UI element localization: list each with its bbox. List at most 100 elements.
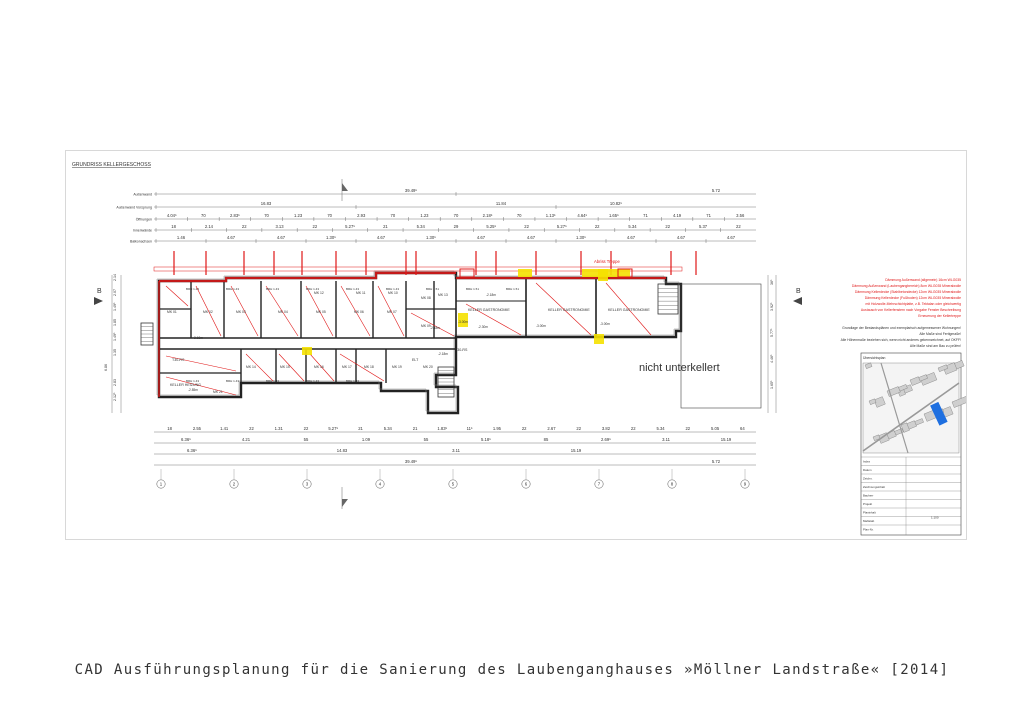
room-diagonal-red	[465, 303, 522, 336]
sill-height-label: BRH 1.51	[426, 287, 439, 291]
dimension-row-label: Balkonachsen	[130, 240, 152, 244]
special-room-label: KELLER GASTRONOMIE	[468, 308, 510, 312]
section-marker-b: B	[97, 288, 102, 295]
side-dimension-value: 5.77⁵	[770, 328, 774, 337]
not-basement-label: nicht unterkellert	[639, 362, 720, 374]
axis-bubble	[740, 479, 750, 489]
dimension-value: 6.36⁵	[181, 437, 191, 442]
dimension-value: 4.67	[277, 235, 286, 240]
room-diagonal-red	[195, 285, 222, 337]
dimension-value: 4.67	[677, 235, 686, 240]
note-red: Dämmung Außenwand (allgemein) 16cm WLG03…	[885, 278, 961, 282]
room-label: MK 07	[387, 310, 397, 314]
title-block-field: Bauherr	[863, 494, 873, 498]
room-diagonal-red	[305, 285, 334, 337]
sill-height-label: BRH 1.43	[346, 379, 359, 383]
side-dimension-value: 1.35	[113, 349, 117, 356]
title-block-field: Datum	[863, 468, 872, 472]
room-label: MK 06	[354, 310, 364, 314]
dimension-value: 1.95	[493, 426, 502, 431]
dimension-value: 1.09	[362, 437, 371, 442]
title-block-scale: 1:100	[931, 516, 939, 520]
dimension-value: 1.30⁵	[576, 235, 586, 240]
room-diagonal-red	[340, 285, 371, 337]
special-room-label: T30-RS	[455, 348, 468, 352]
not-basement-zone	[680, 283, 762, 409]
dimension-value: 1.13⁵	[546, 213, 556, 218]
level-label: -2.18m	[438, 352, 448, 356]
dimension-value: 29	[454, 224, 459, 229]
room-label: MK 17	[342, 365, 352, 369]
dimension-value: 22	[665, 224, 670, 229]
side-dimension-value: 1.49⁵	[113, 332, 117, 341]
level-label: -2.18m	[193, 336, 203, 340]
side-dimension-value: 2.07	[113, 289, 117, 296]
room-label: MK 16	[314, 365, 324, 369]
highlight-yellow	[594, 334, 604, 344]
side-dimension-value: 1.49⁵	[113, 302, 117, 311]
room-label: MK 08	[421, 296, 431, 300]
room-diagonal-red	[230, 285, 259, 337]
dimension-value: 1.23	[420, 213, 429, 218]
demolition-box-red	[617, 268, 633, 278]
dimension-value: 39.49⁵	[405, 459, 417, 464]
dimension-value: 2.14	[205, 224, 214, 229]
sill-height-label: BRH 1.43	[306, 379, 319, 383]
side-dimension-value: 2.12⁵	[113, 392, 117, 401]
demolition-box-red	[459, 268, 475, 278]
note-general: Alle Höhenmaße beziehen sich, wenn nicht…	[841, 338, 961, 342]
note-general: Alle Maße sind Fertigmaße!	[919, 332, 961, 336]
overview-building	[942, 362, 958, 375]
axis-bubble	[448, 479, 458, 489]
title-block-field: Zeichnungsinhalt	[863, 485, 885, 489]
section-marker-b: B	[796, 288, 801, 295]
drawing-sheet: GRUNDRISS KELLERGESCHOSS Außenwand 39.49⁵ 5…	[65, 150, 967, 540]
title-block-field: Projekt	[863, 502, 872, 506]
sheet-title: GRUNDRISS KELLERGESCHOSS	[72, 162, 152, 168]
sill-height-label: BRH 1.43	[226, 287, 239, 291]
room-label: MK 01	[167, 310, 177, 314]
dimension-value: 71	[643, 213, 648, 218]
highlight-yellow	[598, 269, 608, 281]
dimension-value: 64	[740, 426, 745, 431]
axis-bubble	[594, 479, 604, 489]
dimension-value: 3.56	[736, 213, 745, 218]
level-label: -2.18m	[486, 293, 496, 297]
dimension-value: 5.18⁵	[481, 437, 491, 442]
dimension-value: 39.49⁵	[405, 188, 417, 193]
floor-plan-drawing: GRUNDRISS KELLERGESCHOSS Außenwand 39.49⁵ 5…	[72, 162, 966, 536]
dimension-value: 4.67	[377, 235, 386, 240]
special-room-label: KELLER GASTRONOMIE	[548, 308, 590, 312]
title-block-field: Plan-Nr.	[863, 528, 874, 532]
axis-label: 5	[452, 482, 455, 487]
dimension-row-label: Innenwände	[133, 229, 152, 233]
room-label: MK 12	[314, 291, 324, 295]
stair-demolition-label: Abriss Treppe	[594, 259, 621, 264]
dimension-value: 3.82	[602, 426, 611, 431]
axis-label: 6	[525, 482, 528, 487]
dimension-value: 55	[304, 437, 309, 442]
axis-bubble	[667, 479, 677, 489]
dimension-value: 22	[312, 224, 317, 229]
room-label: MK 14	[246, 365, 256, 369]
room-label: MK 13	[438, 293, 448, 297]
dimension-value: 5.72	[712, 459, 721, 464]
dimension-row-label: Öffnungen	[136, 218, 152, 222]
note-red: Dämmung Kellerdecke (Fußboden) 12cm WLG0…	[865, 296, 961, 300]
dimension-value: 70	[201, 213, 206, 218]
dimension-value: 4.67	[527, 235, 536, 240]
title-block	[860, 352, 966, 536]
dimension-value: 1.30⁵	[426, 235, 436, 240]
room-diagonal-red	[165, 355, 237, 372]
dimension-value: 5.27⁵	[328, 426, 338, 431]
sill-height-label: BRH 1.43	[186, 379, 199, 383]
side-dimension-value: 4.46⁵	[770, 354, 774, 363]
dimension-row-label: Außenwand	[133, 193, 152, 197]
axis-label: 4	[379, 482, 382, 487]
level-label: -2.30m	[478, 325, 488, 329]
note-red: Austausch von Kellerfenstern nach Vorgab…	[861, 308, 961, 312]
overview-road	[880, 362, 909, 454]
room-label: MK 02	[203, 310, 213, 314]
dimension-value: 6.36⁵	[187, 448, 197, 453]
overview-building	[909, 376, 921, 386]
